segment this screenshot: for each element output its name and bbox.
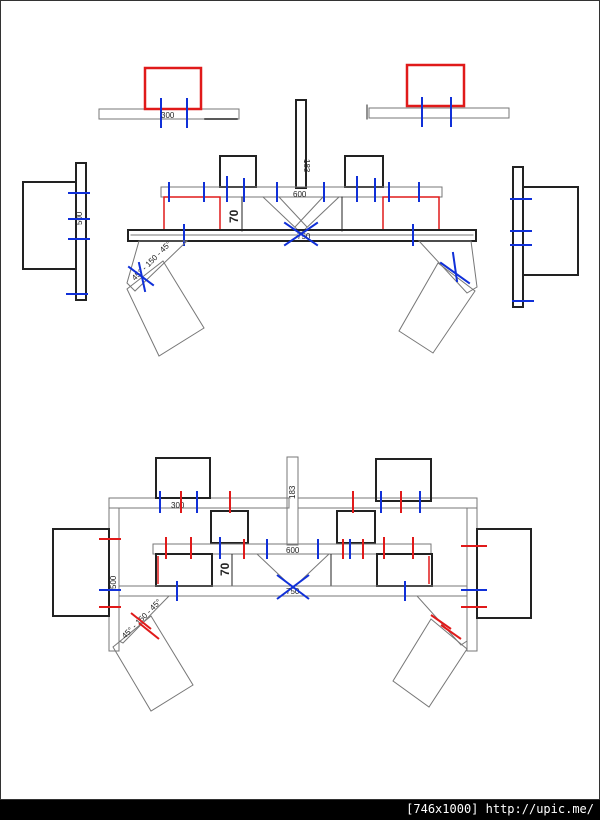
bottom-red-marks <box>99 491 487 640</box>
bottom-right-post <box>466 507 478 652</box>
footer-caption: [746x1000] http://upic.me/ <box>406 802 594 816</box>
image-host-footer: [746x1000] http://upic.me/ <box>0 800 600 820</box>
bottom-blue-cross <box>276 574 310 600</box>
top-right-red-pedestal <box>382 196 440 231</box>
bottom-left-angled-leg <box>118 595 171 644</box>
bottom-right-angled-panel <box>392 618 468 708</box>
top-left-wing-cabinet <box>22 181 77 270</box>
bottom-dim-300: 300 <box>171 501 185 510</box>
top-inner-beam <box>160 186 443 198</box>
layout-diagram: 300 183 600 70 750 <box>22 63 579 712</box>
bottom-dim-angles: 45° - 150 - 45° <box>120 597 163 640</box>
bottom-layout: 300 183 600 70 750 500 <box>52 456 532 712</box>
top-left-red-box <box>143 66 203 111</box>
bottom-dim-750: 750 <box>286 587 300 596</box>
top-right-wing-post <box>512 166 524 308</box>
bottom-right-top-box <box>375 458 432 502</box>
bottom-right-cabinet <box>476 528 532 619</box>
bottom-dim-183: 183 <box>288 485 297 499</box>
bottom-right-mid-box <box>336 510 376 544</box>
top-main-beam <box>127 229 477 242</box>
top-right-upper-box <box>344 155 384 188</box>
top-right-shelf <box>368 107 510 119</box>
drawing-frame: 300 183 600 70 750 <box>0 0 600 800</box>
top-left-angled-panel <box>126 260 205 357</box>
top-left-upper-box <box>219 155 257 188</box>
top-layout: 300 183 600 70 750 <box>22 63 579 357</box>
top-dim-600: 600 <box>293 190 307 199</box>
bottom-dim-500: 500 <box>109 575 118 589</box>
bottom-left-angled-panel <box>112 615 194 712</box>
bottom-inner-beam <box>152 543 432 555</box>
top-center-post <box>295 99 307 189</box>
bottom-blue-marks <box>99 491 487 601</box>
top-dim-300: 300 <box>161 111 175 120</box>
bottom-left-cabinet <box>52 528 110 617</box>
bottom-right-shelf <box>297 497 478 509</box>
bottom-left-pedestal <box>155 553 213 587</box>
top-beam-blue-marks <box>168 176 420 246</box>
bottom-dim-70: 70 <box>218 562 232 576</box>
top-right-red-box <box>405 63 466 108</box>
bottom-left-shelf <box>108 497 290 509</box>
top-left-red-pedestal <box>163 196 221 231</box>
top-left-wing-post <box>75 162 87 301</box>
top-blue-cross <box>283 221 319 247</box>
top-dim-183: 183 <box>302 159 311 173</box>
top-right-angled-leg <box>417 240 478 294</box>
bottom-center-post <box>286 456 299 546</box>
bottom-left-top-box <box>155 457 211 499</box>
bottom-left-mid-box <box>210 510 249 544</box>
bottom-dim-600: 600 <box>286 546 300 555</box>
top-dim-70: 70 <box>227 209 241 223</box>
top-right-angled-panel <box>398 262 476 354</box>
